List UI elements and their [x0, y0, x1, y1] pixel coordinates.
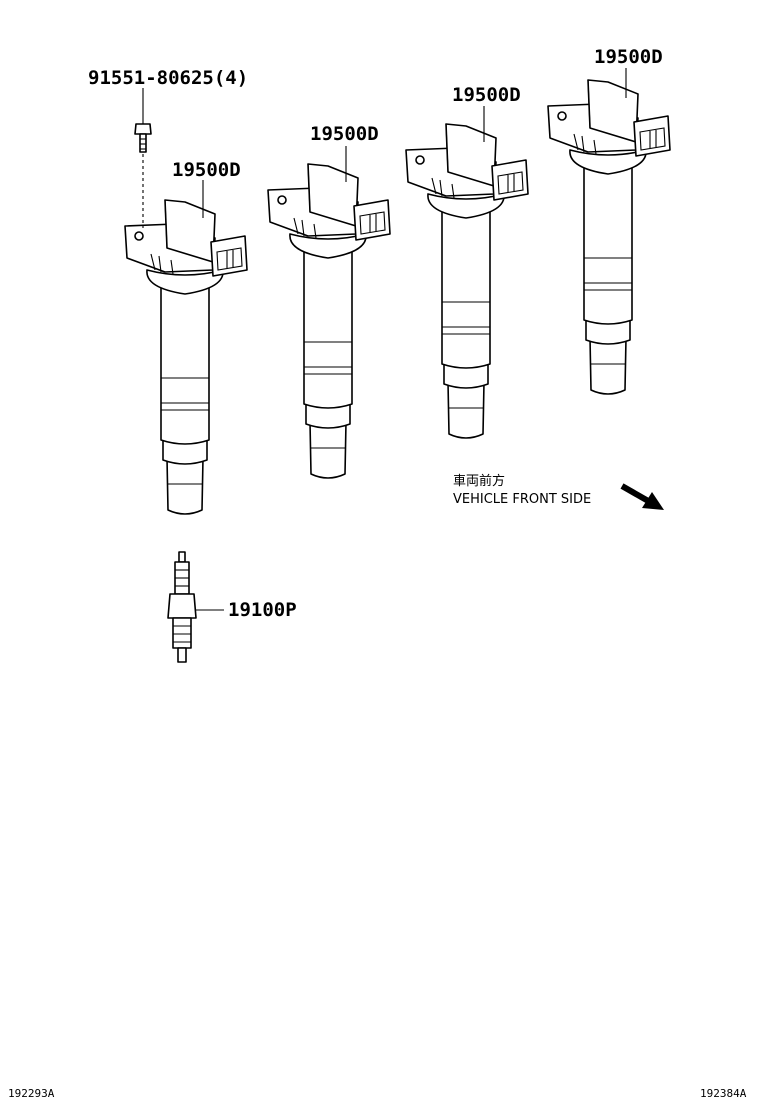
spark-plug: [167, 551, 197, 663]
ignition-coil-4: [547, 79, 671, 395]
bolt: [134, 123, 152, 228]
callout-spark-plug: 19100P: [228, 599, 297, 621]
ignition-coil-1: [124, 199, 248, 515]
ignition-coil-3: [405, 123, 529, 439]
callout-coil-3: 19500D: [452, 84, 521, 106]
callout-bolt: 91551-80625(4): [88, 67, 248, 89]
callout-coil-1: 19500D: [172, 159, 241, 181]
footer-right-code: 192384A: [700, 1087, 747, 1100]
footer-left-code: 192293A: [8, 1087, 55, 1100]
ignition-coil-2: [267, 163, 391, 479]
direction-english: VEHICLE FRONT SIDE: [453, 492, 591, 507]
direction-japanese: 車両前方: [453, 473, 505, 489]
callout-coil-2: 19500D: [310, 123, 379, 145]
callout-coil-4: 19500D: [594, 46, 663, 68]
front-direction-arrow-icon: [620, 483, 664, 510]
